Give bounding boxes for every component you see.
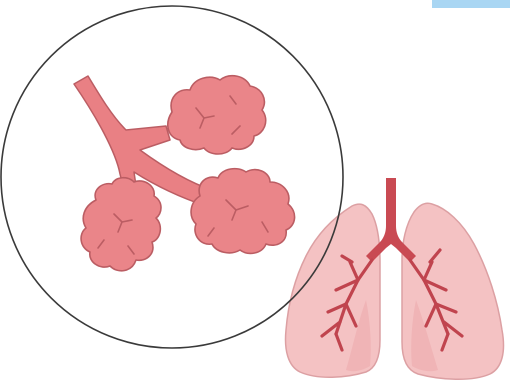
alveolar-sac-upper (168, 76, 266, 154)
alveolar-sac-right (191, 169, 295, 254)
lungs-icon (286, 178, 504, 379)
alveoli-cluster-icon (74, 76, 295, 271)
corner-bar (432, 0, 510, 8)
